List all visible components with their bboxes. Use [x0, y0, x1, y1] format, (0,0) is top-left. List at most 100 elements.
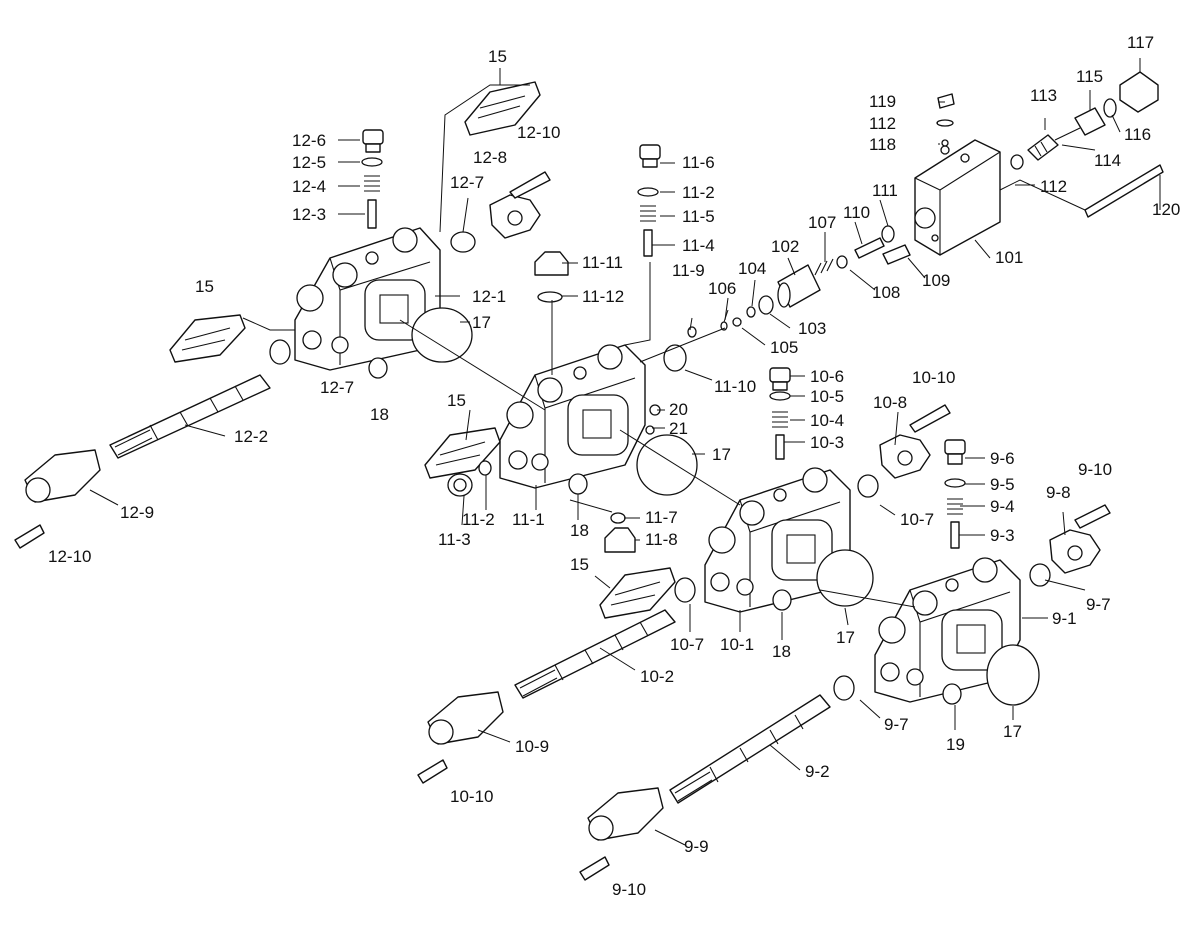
o-ring-111 [881, 225, 895, 243]
callout-18-b: 18 [570, 521, 589, 540]
relief-valve-12-upper [464, 81, 541, 136]
callout-116: 116 [1124, 125, 1151, 144]
callout-12-3: 12-3 [292, 205, 326, 224]
spring-10-4 [772, 411, 788, 428]
callout-111: 111 [872, 181, 898, 200]
callout-10-3: 10-3 [810, 433, 844, 452]
o-ring-18-b [568, 473, 588, 495]
pin-114 [1054, 127, 1081, 141]
callout-11-3: 11-3 [438, 530, 471, 549]
callout-12-8: 12-8 [473, 148, 507, 167]
callout-labels: 15 12-6 12-5 12-4 12-3 12-7 12-8 12-10 1… [48, 33, 1180, 899]
poppet-9-3 [950, 521, 960, 549]
callout-112-upper: 112 [869, 114, 896, 133]
callout-110: 110 [843, 203, 870, 222]
spool-9-2 [669, 694, 831, 804]
spool-10-2 [514, 609, 676, 699]
callout-17-b: 17 [712, 445, 731, 464]
poppet-110 [854, 237, 885, 259]
o-ring-10-5 [769, 391, 791, 401]
plug-11-3 [447, 473, 473, 497]
relief-valve-12-lower [169, 314, 246, 363]
callout-12-6: 12-6 [292, 131, 326, 150]
callout-11-10: 11-10 [714, 377, 756, 396]
callout-18-c: 18 [772, 642, 791, 661]
o-ring-112-upper [936, 119, 954, 127]
callout-9-1: 9-1 [1052, 609, 1077, 628]
o-ring-19 [942, 683, 962, 705]
o-ring-112-side [1010, 154, 1024, 170]
callout-104: 104 [738, 259, 766, 278]
plug-11-11 [534, 251, 569, 276]
cover-9-8 [1049, 529, 1101, 574]
callout-12-2: 12-2 [234, 427, 268, 446]
callout-9-6: 9-6 [990, 449, 1015, 468]
spring-9-4 [947, 498, 963, 515]
o-ring-17-a [411, 307, 473, 363]
o-ring-12-5 [361, 157, 383, 167]
o-ring-10-7-upper [857, 474, 879, 498]
screw-10-10-lower [417, 759, 448, 784]
callout-10-2: 10-2 [640, 667, 674, 686]
callout-9-7-lower: 9-7 [884, 715, 909, 734]
callout-11-4: 11-4 [682, 236, 715, 255]
callout-9-3: 9-3 [990, 526, 1015, 545]
callout-17-d: 17 [1003, 722, 1022, 741]
screw-12-10-upper [509, 171, 551, 199]
o-ring-116 [1103, 98, 1117, 118]
callout-10-6: 10-6 [810, 367, 844, 386]
o-ring-105 [732, 317, 742, 327]
o-ring-10-7-lower [674, 577, 696, 603]
o-ring-18-a [368, 357, 388, 379]
cover-12-8 [489, 194, 541, 239]
callout-113: 113 [1030, 86, 1057, 105]
callout-107: 107 [808, 213, 836, 232]
cover-10-8 [879, 434, 931, 479]
callout-12-10-upper: 12-10 [517, 123, 560, 142]
callout-12-7-upper: 12-7 [450, 173, 484, 192]
cap-12-9 [24, 449, 101, 503]
o-ring-103 [758, 295, 774, 315]
callout-11-7: 11-7 [645, 508, 678, 527]
o-ring-9-5 [944, 478, 966, 488]
assembly-axis-lines [242, 84, 1086, 608]
callout-118: 118 [869, 135, 896, 154]
callout-105: 105 [770, 338, 798, 357]
callout-9-9: 9-9 [684, 837, 709, 856]
callout-12-4: 12-4 [292, 177, 326, 196]
cap-9-9 [587, 787, 664, 841]
o-ring-104 [746, 306, 756, 318]
callout-10-7-lower: 10-7 [670, 635, 704, 654]
spring-12-4 [364, 175, 380, 192]
o-ring-11-2-lower [478, 460, 492, 476]
callout-19: 19 [946, 735, 965, 754]
o-ring-11-10 [663, 344, 687, 372]
plug-12-6 [362, 129, 384, 153]
callout-114: 114 [1094, 151, 1121, 170]
valve-body-9 [874, 557, 1021, 703]
callout-15-mid: 15 [447, 391, 466, 410]
callout-9-4: 9-4 [990, 497, 1015, 516]
callout-10-10-lower: 10-10 [450, 787, 493, 806]
callout-109: 109 [922, 271, 950, 290]
screw-9-10-upper [1074, 504, 1111, 529]
callout-15-left: 15 [195, 277, 214, 296]
callout-12-5: 12-5 [292, 153, 326, 172]
callout-11-8: 11-8 [645, 530, 678, 549]
o-ring-21 [645, 425, 655, 435]
end-block-101 [914, 139, 1001, 256]
piston-115 [1074, 107, 1106, 136]
plug-9-6 [944, 439, 966, 465]
callout-10-8: 10-8 [873, 393, 907, 412]
callout-11-2-lower: 11-2 [462, 510, 495, 529]
plug-11-8 [604, 527, 636, 553]
o-ring-12-7-lower [269, 339, 291, 365]
callout-11-5: 11-5 [682, 207, 715, 226]
callout-11-12: 11-12 [582, 287, 624, 306]
callout-21: 21 [669, 419, 688, 438]
plug-10-6 [769, 367, 791, 391]
screw-10-10-upper [909, 404, 951, 433]
spring-107 [814, 258, 834, 276]
valve-body-10 [704, 467, 851, 613]
o-ring-17-d [986, 644, 1040, 706]
